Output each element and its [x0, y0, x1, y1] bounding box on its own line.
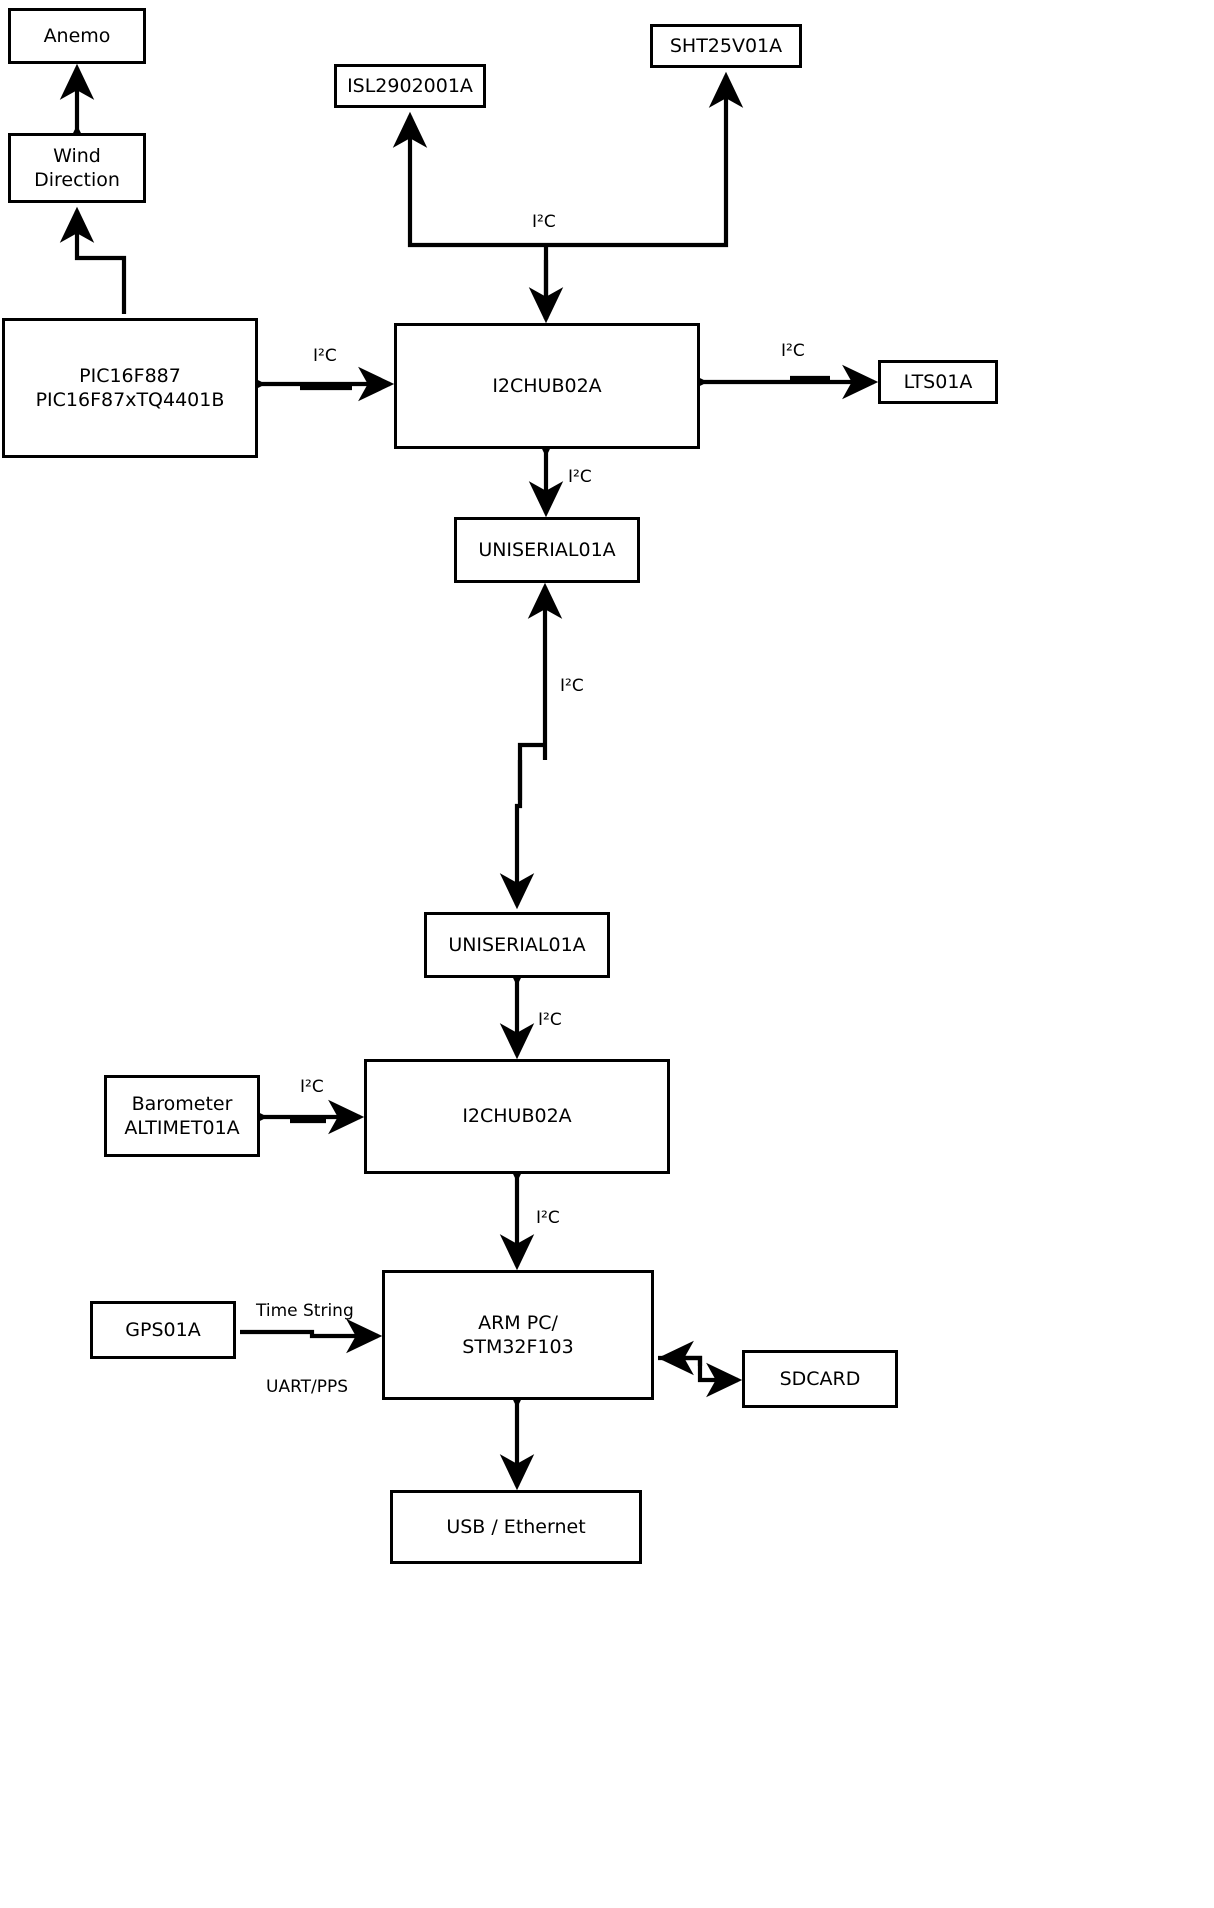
wire-sdcard-arm-back — [657, 1340, 703, 1376]
edge-label-i2c-hub-uniserial: I²C — [568, 467, 592, 487]
edge-label-i2c-uniserial-link: I²C — [560, 676, 584, 696]
node-pic-microcontroller[interactable]: PIC16F887 PIC16F87xTQ4401B — [2, 318, 258, 458]
wire-arm-sdcard — [658, 1355, 743, 1398]
node-i2chub02a-top[interactable]: I2CHUB02A — [394, 323, 700, 449]
wire-pic-wind — [59, 206, 127, 314]
node-sdcard[interactable]: SDCARD — [742, 1350, 898, 1408]
node-anemo[interactable]: Anemo — [8, 8, 146, 64]
node-gps01a[interactable]: GPS01A — [90, 1301, 236, 1359]
node-uniserial01a-lower[interactable]: UNISERIAL01A — [424, 912, 610, 978]
edge-label-i2c-pic-hub: I²C — [313, 346, 337, 366]
node-barometer-altimet01a[interactable]: Barometer ALTIMET01A — [104, 1075, 260, 1157]
wire-bus-to-isl — [392, 111, 546, 248]
edge-label-i2c-bus-top: I²C — [532, 212, 556, 232]
node-isl2902001a[interactable]: ISL2902001A — [334, 64, 486, 108]
wire-bus-to-sht — [546, 71, 744, 248]
node-arm-pc-stm32f103[interactable]: ARM PC/ STM32F103 — [382, 1270, 654, 1400]
edge-label-i2c-hub-lts: I²C — [781, 341, 805, 361]
node-i2chub02a-bottom[interactable]: I2CHUB02A — [364, 1059, 670, 1174]
wire-uniserial-link-down — [499, 760, 535, 910]
edge-label-i2c-hub2-arm: I²C — [536, 1208, 560, 1228]
edge-label-uart-pps: UART/PPS — [266, 1377, 349, 1397]
node-uniserial01a-upper[interactable]: UNISERIAL01A — [454, 517, 640, 583]
node-wind-direction[interactable]: Wind Direction — [8, 133, 146, 203]
edge-label-i2c-barometer-hub2: I²C — [300, 1077, 324, 1097]
node-sht25v01a[interactable]: SHT25V01A — [650, 24, 802, 68]
node-usb-ethernet[interactable]: USB / Ethernet — [390, 1490, 642, 1564]
edge-label-time-string: Time String — [256, 1301, 354, 1321]
wire-uniserial-link-up — [517, 742, 545, 800]
node-lts01a[interactable]: LTS01A — [878, 360, 998, 404]
edge-label-i2c-uniserial-hub2: I²C — [538, 1010, 562, 1030]
wire-gps-arm — [240, 1318, 383, 1354]
